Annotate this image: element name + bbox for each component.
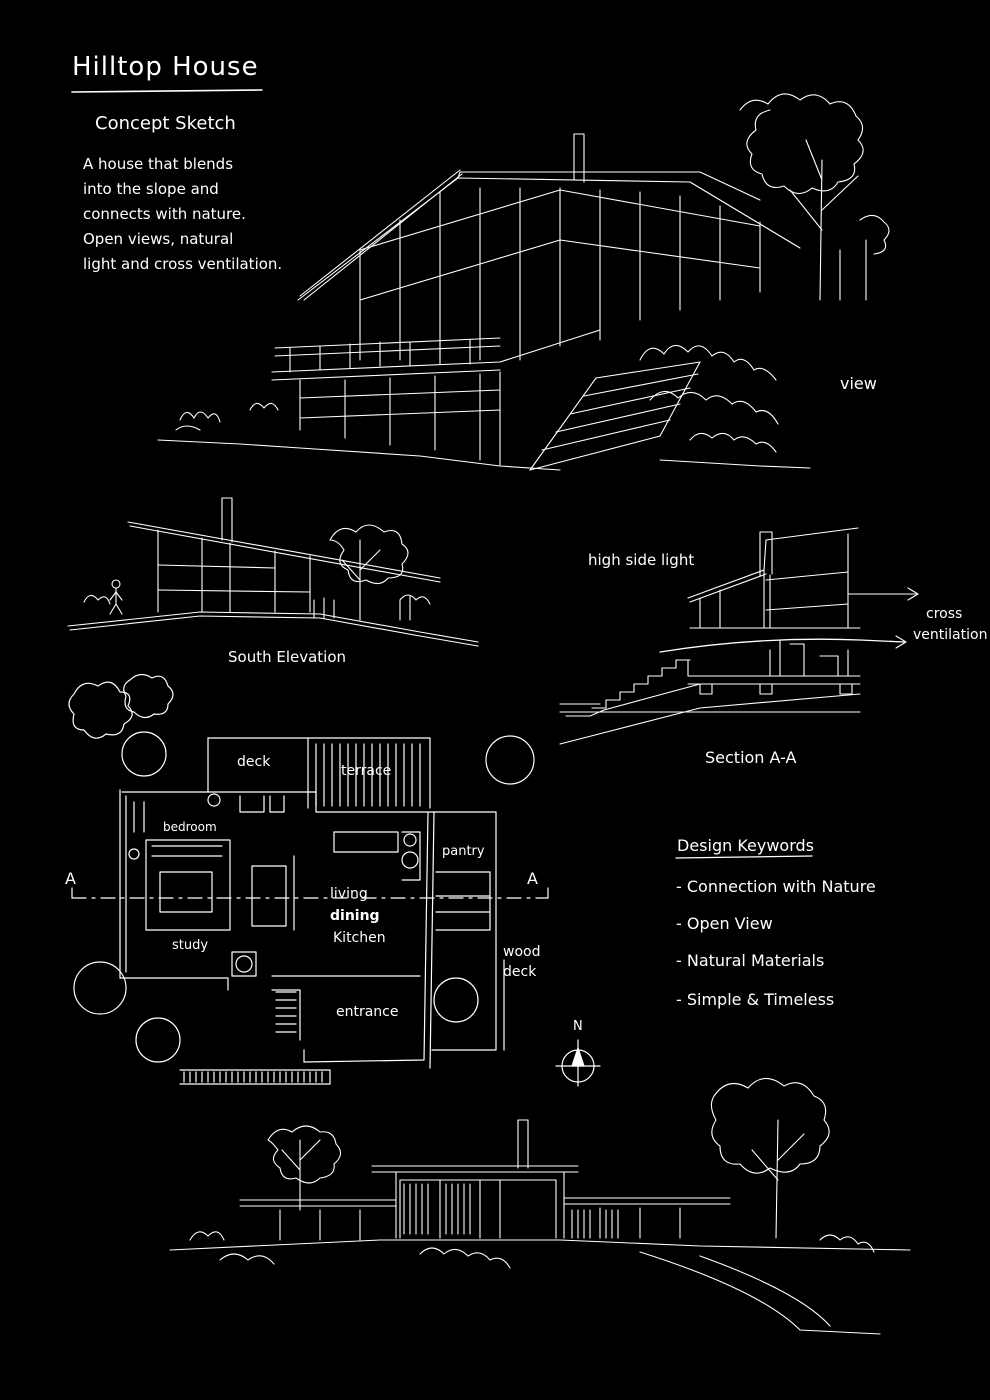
room-entrance: entrance	[336, 1004, 399, 1020]
section-sketch	[559, 527, 919, 745]
room-dining: dining	[330, 908, 380, 924]
cross-ventilation-label-line1: cross	[926, 606, 963, 622]
page-subtitle: Concept Sketch	[95, 113, 236, 134]
keyword-item: - Connection with Nature	[676, 877, 876, 896]
room-wood-deck-line2: deck	[503, 964, 537, 980]
title-underline	[71, 89, 263, 93]
room-study: study	[172, 938, 209, 953]
section-label: Section A-A	[705, 748, 797, 767]
room-bedroom: bedroom	[163, 820, 217, 834]
north-label: N	[573, 1019, 583, 1034]
bottom-elevation-sketch	[169, 1077, 911, 1335]
keywords-title: Design Keywords	[677, 836, 814, 855]
room-wood-deck-line1: wood	[503, 944, 541, 960]
perspective-sketch	[157, 93, 890, 471]
keywords-underline	[675, 855, 813, 859]
intro-line: A house that blends	[83, 155, 234, 173]
intro-text: A house that blends into the slope and c…	[83, 152, 323, 277]
room-deck: deck	[237, 754, 271, 770]
section-marker-right: A	[527, 869, 538, 888]
intro-line: Open views, natural	[83, 230, 234, 248]
keyword-item: - Simple & Timeless	[676, 990, 835, 1009]
keyword-item: - Open View	[676, 914, 773, 933]
intro-line: into the slope and	[83, 180, 219, 198]
north-arrow	[555, 1039, 601, 1087]
page-title: Hilltop House	[72, 52, 259, 82]
keyword-item: - Natural Materials	[676, 951, 825, 970]
floor-plan-sketch	[68, 673, 549, 1085]
intro-line: light and cross ventilation.	[83, 255, 283, 273]
room-pantry: pantry	[442, 844, 485, 859]
south-elevation-sketch	[67, 497, 479, 647]
room-kitchen: Kitchen	[333, 930, 386, 946]
south-elevation-label: South Elevation	[228, 648, 347, 666]
cross-ventilation-label-line2: ventilation	[913, 627, 988, 643]
room-terrace: terrace	[341, 763, 392, 779]
section-marker-left: A	[65, 869, 76, 888]
intro-line: connects with nature.	[83, 205, 246, 223]
room-living: living	[330, 886, 368, 902]
view-label: view	[840, 374, 877, 393]
high-side-light-label: high side light	[588, 551, 695, 569]
